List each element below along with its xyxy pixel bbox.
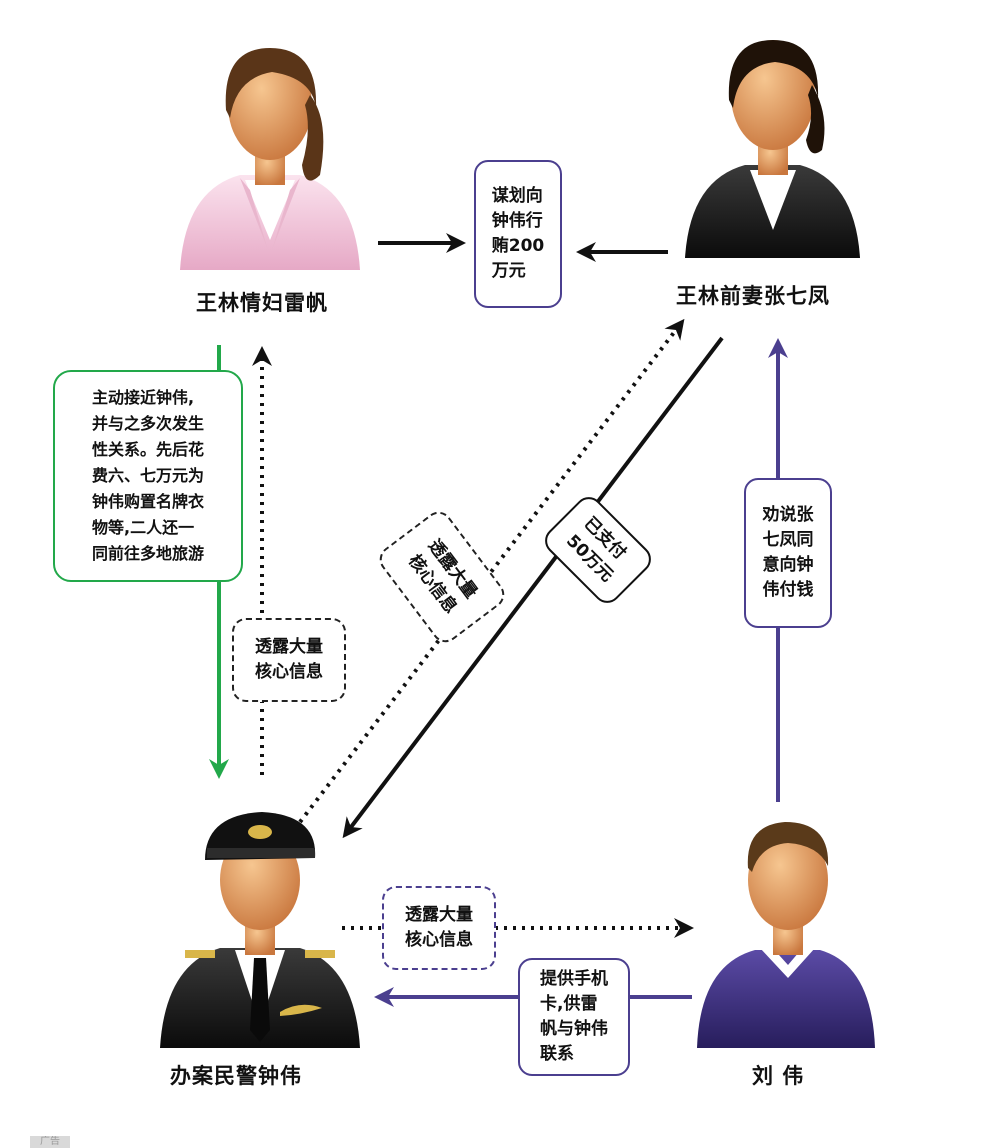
person-liu-wei — [697, 822, 875, 1048]
zhong-epaulet-left — [185, 950, 215, 958]
lei-fan-hair — [225, 48, 317, 118]
zhong-tie — [250, 958, 270, 1042]
zhong-cap-band — [207, 848, 315, 858]
lei-fan-shirt — [245, 180, 295, 240]
zhong-cap-badge — [248, 825, 272, 839]
zhang-ponytail — [806, 85, 825, 154]
note-provide-sim: 提供手机 卡,供雷 帆与钟伟 联系 — [518, 958, 630, 1076]
person-zhong-wei — [160, 812, 360, 1048]
note-persuade: 劝说张 七凤同 意向钟 伟付钱 — [744, 478, 832, 628]
label-liu-wei: 刘 伟 — [752, 1064, 805, 1088]
arrow-zhong-to-zhang — [298, 318, 685, 824]
lei-fan-ponytail — [302, 95, 324, 181]
arrow-zhang-to-zhong — [342, 336, 724, 839]
liu-hair — [747, 822, 829, 872]
person-lei-fan — [180, 48, 360, 270]
ad-watermark: 广告 — [30, 1136, 70, 1148]
liu-body — [697, 950, 875, 1048]
label-zhong-wei: 办案民警钟伟 — [170, 1064, 302, 1088]
note-lei-fan-actions: 主动接近钟伟, 并与之多次发生 性关系。先后花 费六、七万元为 钟伟购置名牌衣 … — [53, 370, 243, 582]
zhong-epaulet-right — [305, 950, 335, 958]
zhong-wings — [280, 1004, 322, 1016]
note-leak-to-lei: 透露大量 核心信息 — [232, 618, 346, 702]
note-plan-bribe: 谋划向 钟伟行 贿200 万元 — [474, 160, 562, 308]
liu-head — [748, 830, 828, 930]
label-zhang-qifeng: 王林前妻张七凤 — [676, 284, 830, 308]
label-lei-fan: 王林情妇雷帆 — [196, 291, 328, 315]
note-leak-to-liu: 透露大量 核心信息 — [382, 886, 496, 970]
person-zhang-qifeng — [685, 40, 860, 258]
zhang-hair — [728, 40, 819, 108]
zhang-shirt — [750, 170, 796, 230]
